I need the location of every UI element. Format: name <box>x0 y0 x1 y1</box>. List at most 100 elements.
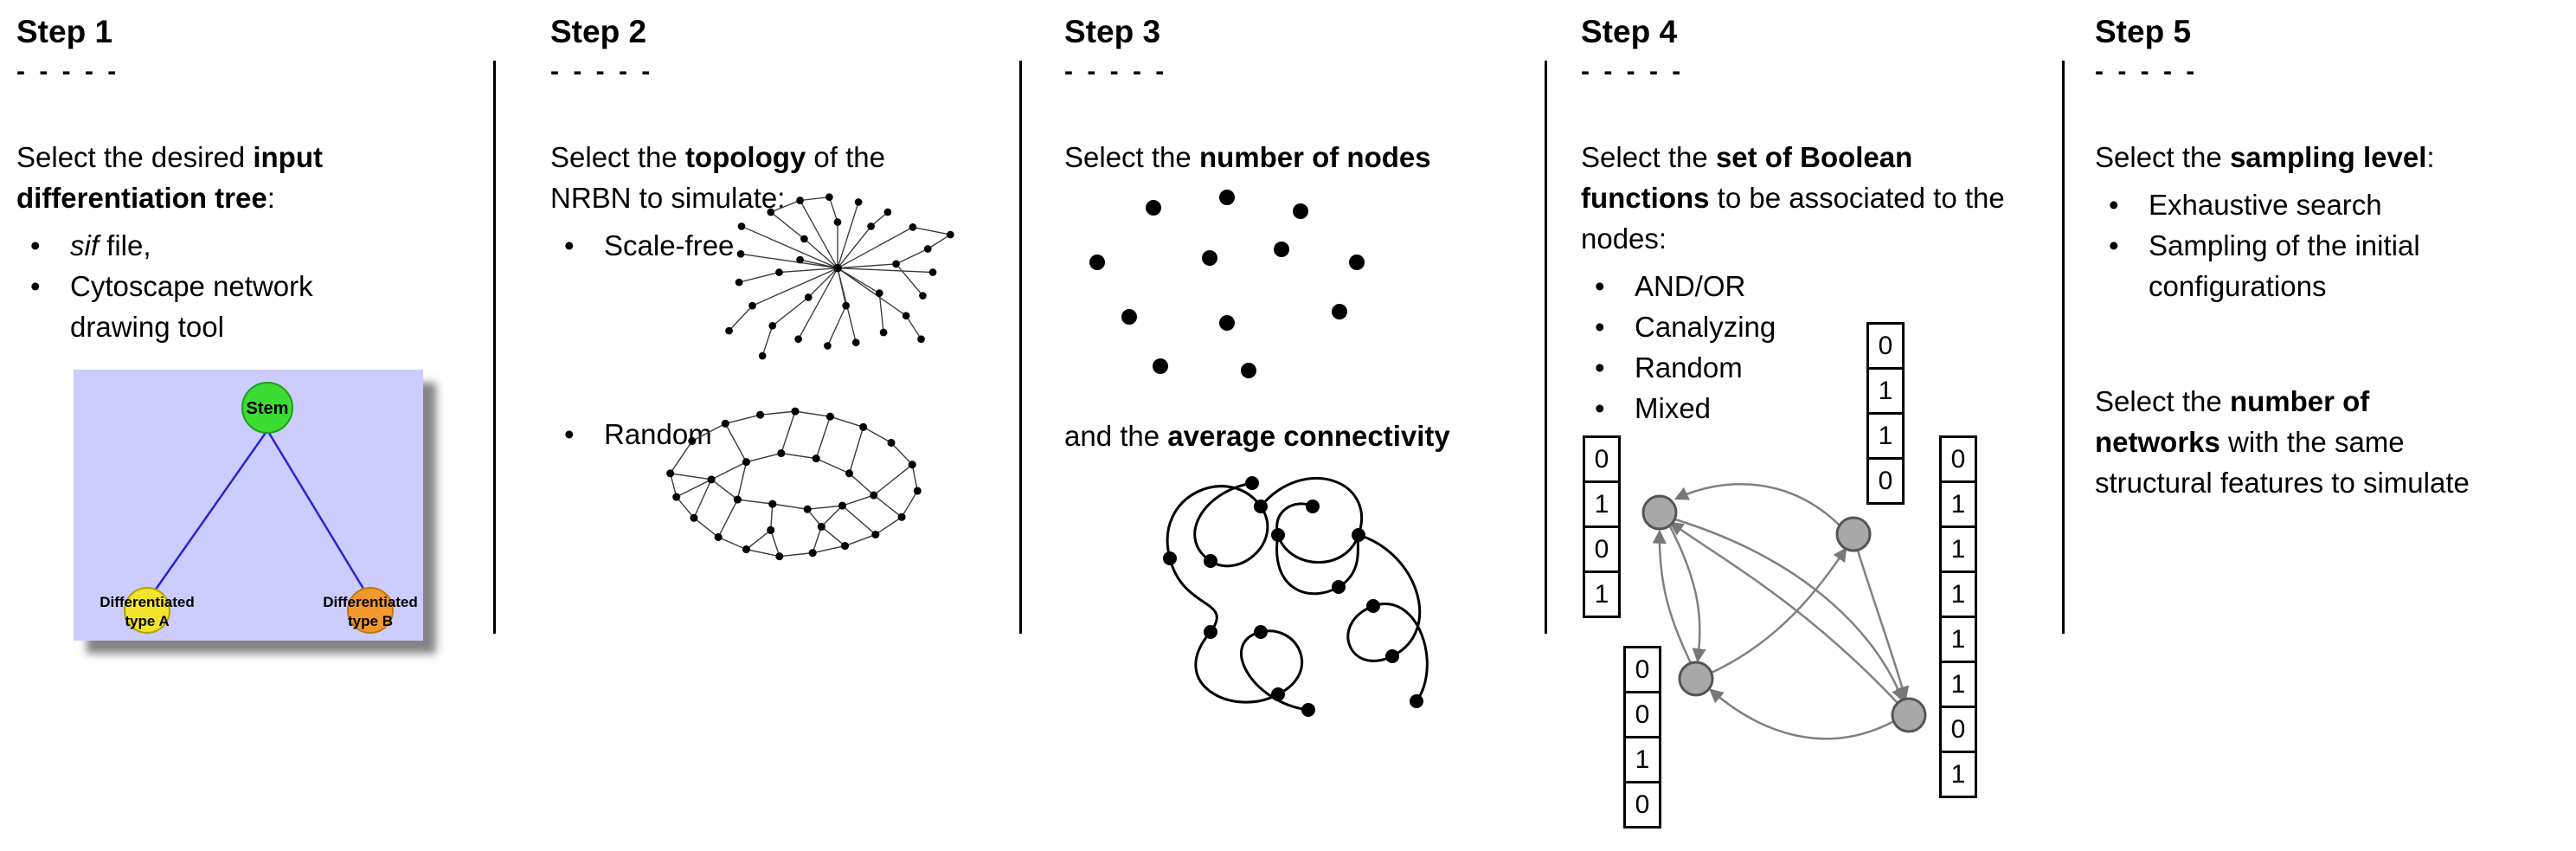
truth-table-cell: 0 <box>1866 457 1905 505</box>
step1-bullets: sif file, Cytoscape network drawing tool <box>16 225 397 347</box>
truth-table-cell: 0 <box>1583 525 1621 573</box>
tree-edge-stem-to-a <box>151 429 269 594</box>
tangle-edges <box>1166 476 1429 712</box>
random-network-figure <box>666 407 922 561</box>
truth-table-cell: 1 <box>1866 367 1905 415</box>
step4-title: Step 4 <box>1581 14 1678 49</box>
text-segment: structural features to simulate <box>2095 467 2470 499</box>
text-segment: with the same <box>2219 426 2405 458</box>
step3-line2: and the average connectivity <box>1064 416 1450 456</box>
step2-column: Step 2 - - - - - Select the topology of … <box>550 0 957 561</box>
step4-intro: Select the set of Boolean functions to b… <box>1581 137 2014 259</box>
text-segment: file, <box>99 229 151 261</box>
step3-dashes: - - - - - <box>1064 57 1168 86</box>
text-segment: Canalyzing <box>1635 311 1776 343</box>
text-segment: : <box>2426 141 2435 173</box>
step1-dashes: - - - - - <box>16 57 120 86</box>
stem-label: Stem <box>247 399 289 418</box>
step5-column: Step 5 - - - - - Select the sampling lev… <box>2095 0 2569 499</box>
step5-second-paragraph: Select the number of networks with the s… <box>2095 381 2470 503</box>
paragraph-line: structural features to simulate <box>2095 462 2470 503</box>
truth-table-cell: 0 <box>1939 706 1977 753</box>
text-segment-bold: sampling level <box>2229 141 2427 173</box>
column-divider-1 <box>493 61 496 634</box>
step2-bullets: Scale-free <box>550 225 957 266</box>
bullet-scale-free: Scale-free <box>550 225 957 266</box>
bullet-and-or: AND/OR <box>1581 266 2014 306</box>
text-segment-italic: sif <box>70 229 99 261</box>
scale-free-network-figure <box>725 193 954 360</box>
text-segment: and the <box>1064 420 1168 452</box>
text-segment: Select the desired <box>16 141 254 173</box>
step5-dashes: - - - - - <box>2095 57 2199 86</box>
truth-table-cell: 1 <box>1939 751 1977 798</box>
bullet-sif-file: sif file, <box>16 225 397 266</box>
truth-table-cell: 0 <box>1583 435 1621 483</box>
text-segment: Exhaustive search <box>2149 189 2382 221</box>
bullet-exhaustive-search: Exhaustive search <box>2095 184 2569 225</box>
boolean-node-mid-left <box>1678 661 1714 697</box>
step4-bullets: AND/OR Canalyzing Random Mixed <box>1581 266 2014 429</box>
boolean-node-top-right <box>1835 516 1872 552</box>
step5-intro: Select the sampling level: <box>2095 137 2569 177</box>
scale-free-edges <box>729 196 951 357</box>
truth-table-cell: 1 <box>1583 571 1621 618</box>
column-divider-2 <box>1019 61 1022 634</box>
boolean-network-figure <box>1641 482 1927 740</box>
tangle-nodes <box>1163 476 1423 717</box>
truth-table-cell: 1 <box>1939 661 1977 708</box>
paragraph-line: Select the number of <box>2095 381 2470 422</box>
text-segment: Cytoscape network drawing tool <box>70 270 313 343</box>
text-segment: Select the <box>2095 385 2230 417</box>
step2-intro: Select the topology of the NRBN to simul… <box>550 137 957 218</box>
step4-dashes: - - - - - <box>1581 57 1685 86</box>
step1-intro: Select the desired input differentiation… <box>16 137 397 218</box>
text-segment: to be associated to the nodes: <box>1581 182 2005 255</box>
random-nodes <box>666 407 922 561</box>
truth-table-cell: 1 <box>1939 571 1977 618</box>
step3-column: Step 3 - - - - - Select the number of no… <box>1064 0 1536 717</box>
text-segment: Sampling of the initial configurations <box>2149 229 2420 302</box>
step5-title: Step 5 <box>2095 14 2192 49</box>
stem-node <box>241 382 293 434</box>
nodes-dots-figure <box>1089 190 1365 378</box>
bullet-canalyzing: Canalyzing <box>1581 306 2014 347</box>
truth-table-cell: 1 <box>1939 525 1977 573</box>
step1-title: Step 1 <box>16 14 113 49</box>
step3-line1: Select the number of nodes <box>1064 137 1536 177</box>
truth-table-cell: 0 <box>1866 322 1905 370</box>
truth-table-cell: 1 <box>1583 480 1621 528</box>
step2-title: Step 2 <box>550 14 647 49</box>
type-b-label-line2: type B <box>348 613 393 629</box>
text-segment: Select the <box>1064 141 1199 173</box>
text-segment: AND/OR <box>1635 270 1746 302</box>
text-segment: of the NRBN to simulate: <box>550 141 885 214</box>
boolean-node-bottom-right <box>1891 697 1927 733</box>
truth-table-cell: 0 <box>1623 691 1661 738</box>
text-segment: Select the <box>550 141 685 173</box>
text-segment-bold: average connectivity <box>1167 420 1450 452</box>
text-segment: Select the <box>1581 141 1716 173</box>
text-segment-bold: networks <box>2095 426 2220 458</box>
column-divider-3 <box>1545 61 1547 634</box>
bullet-random-functions: Random <box>1581 347 2014 388</box>
type-b-label-line1: Differentiated <box>323 594 418 610</box>
step2-dashes: - - - - - <box>550 57 654 86</box>
random-edges <box>669 410 919 558</box>
step1-column: Step 1 - - - - - Select the desired inpu… <box>16 0 423 641</box>
bullet-sampling-initial: Sampling of the initial configurations <box>2095 225 2569 306</box>
text-segment-bold: input differentiation tree <box>16 141 323 214</box>
truth-table-cell: 0 <box>1939 435 1977 483</box>
connectivity-tangle-figure <box>1163 476 1429 717</box>
truth-table-cell: 1 <box>1866 412 1905 460</box>
bullet-cytoscape: Cytoscape network drawing tool <box>16 266 397 347</box>
column-divider-4 <box>2062 61 2065 634</box>
truth-table-cell: 0 <box>1623 781 1661 828</box>
differentiation-tree-svg: Stem Differentiated type A Differentiate… <box>100 382 418 634</box>
text-segment: : <box>267 182 275 214</box>
text-segment-bold: set of Boolean functions <box>1581 141 1913 214</box>
